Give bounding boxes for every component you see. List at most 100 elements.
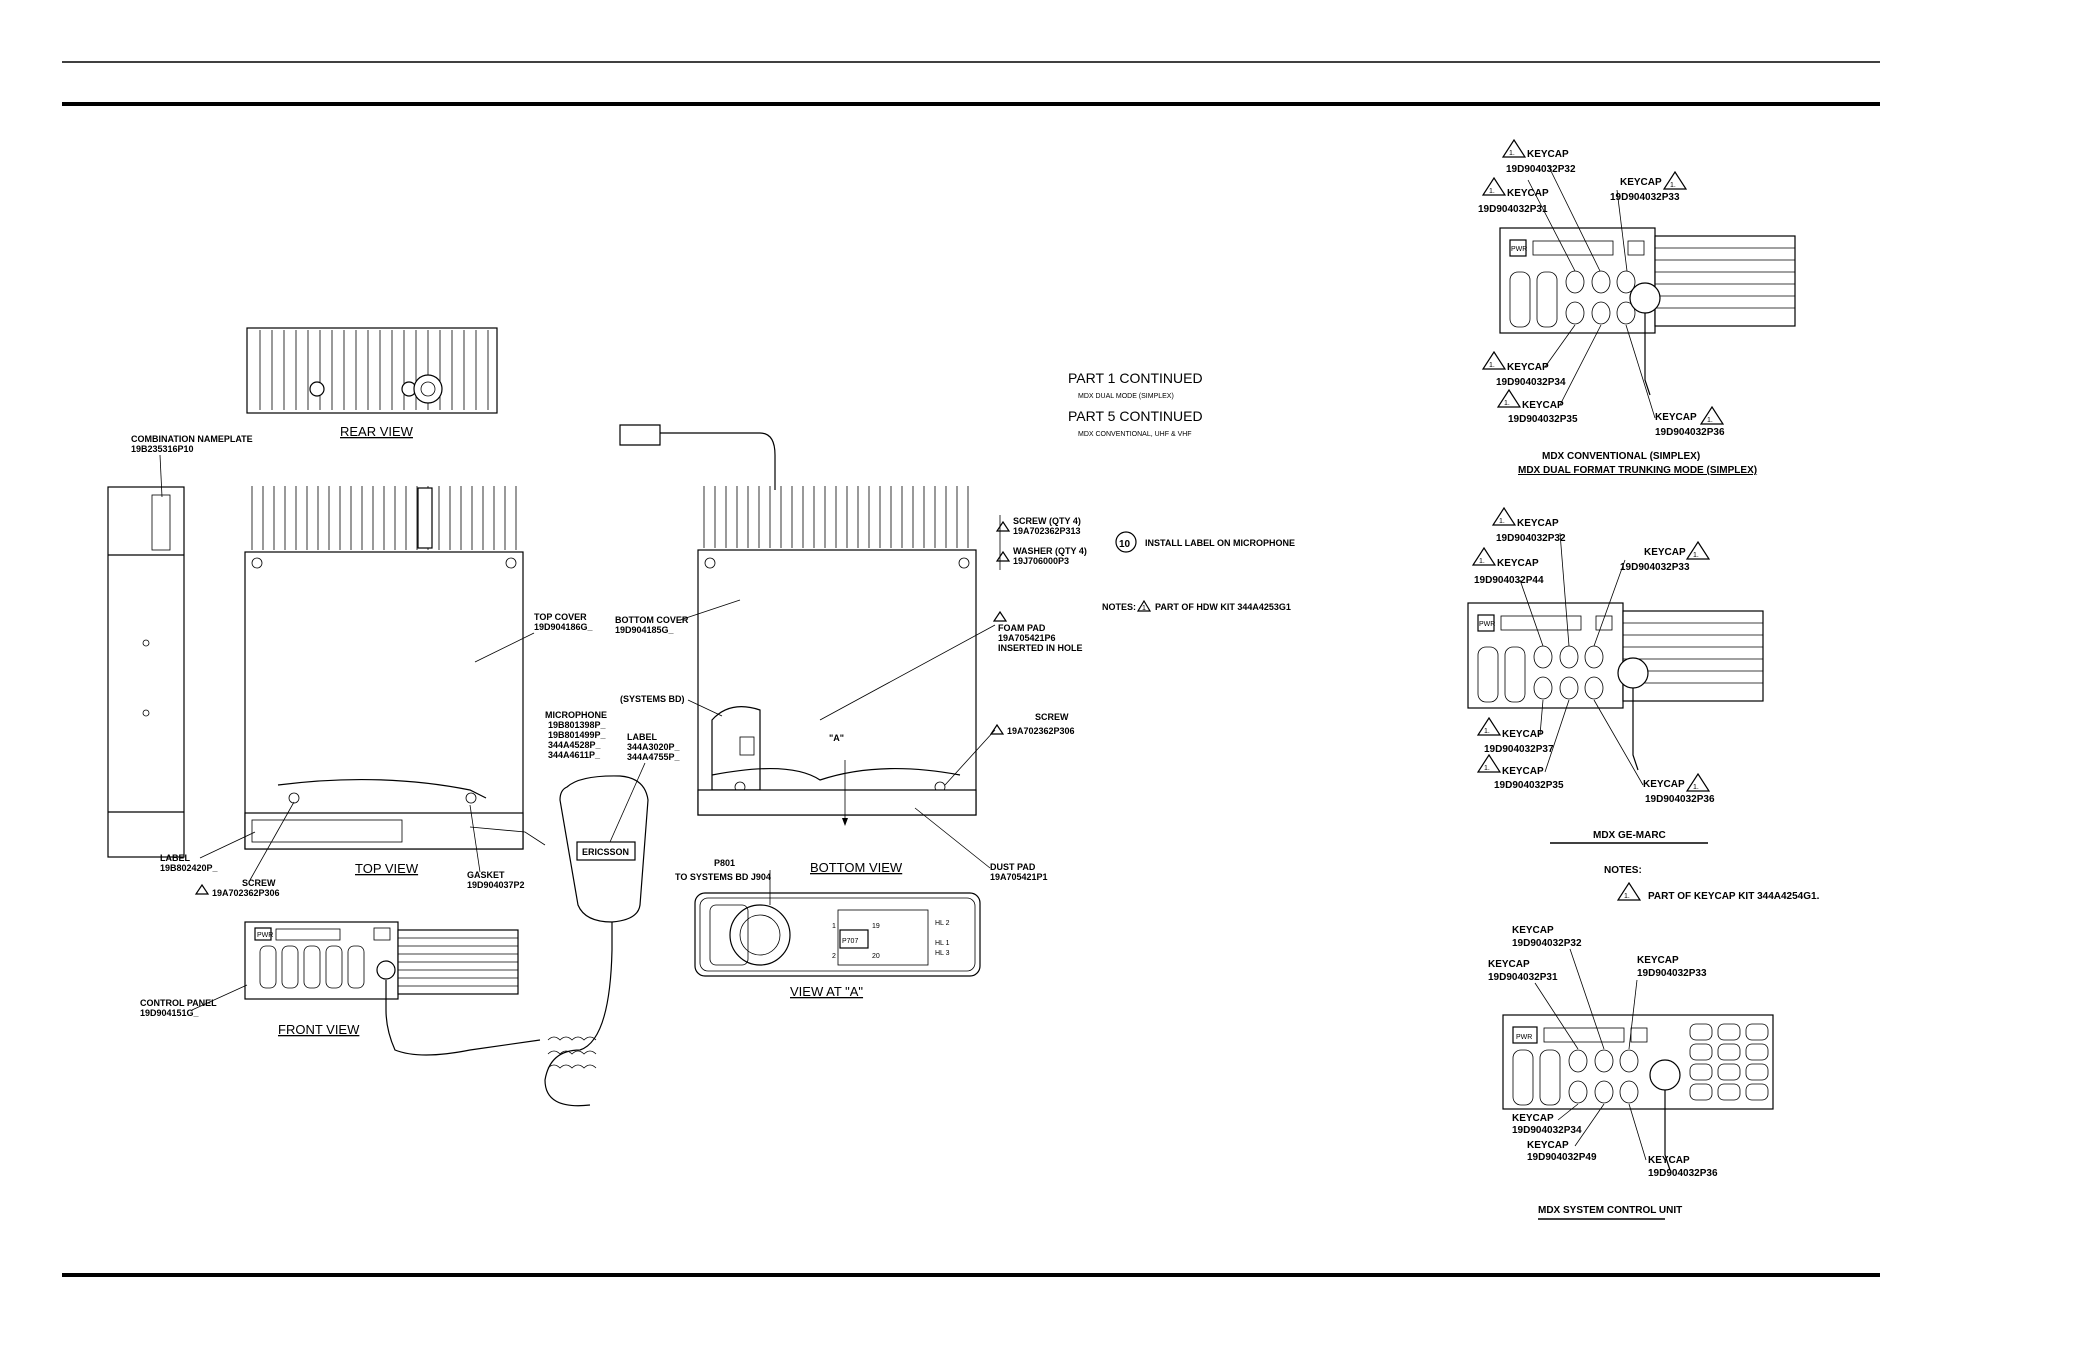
dust-pad-pn: 19A705421P1 [990,872,1048,882]
p2-keycap-37: KEYCAP [1502,729,1544,740]
mic-label-callout: LABEL [627,732,657,742]
p2-pwr: PWR [1479,621,1495,628]
side-view: COMBINATION NAMEPLATE 19B235316P10 [107,434,253,858]
label-callout-pn: 19B802420P_ [160,863,219,873]
note1-mark: 1. [1479,558,1485,565]
mic-brand: ERICSSON [582,847,629,857]
note1-mark: 1. [1693,784,1699,791]
p3-keycap-34: KEYCAP [1512,1113,1554,1124]
mic-callout: MICROPHONE [545,710,607,720]
part5-title: PART 5 CONTINUED [1068,408,1203,424]
note-triangle-icon [1496,388,1522,408]
note1-mark: 1. [1489,362,1495,369]
dust-pad-callout: DUST PAD [990,862,1036,872]
mic-pn3: 344A4528P_ [548,740,602,750]
mic-pn4: 344A4611P_ [548,750,601,760]
screw-callout: SCREW [242,878,276,888]
note-triangle-icon [1699,405,1725,425]
mic-label-pn2: 344A4755P_ [627,752,681,762]
label-callout: LABEL [160,853,190,863]
washer-qty-pn: 19J706000P3 [1013,556,1069,566]
p1-title-a: MDX CONVENTIONAL (SIMPLEX) [1542,451,1700,462]
p1-title-b: MDX DUAL FORMAT TRUNKING MODE (SIMPLEX) [1518,465,1757,476]
pin-19-label: 19 [872,923,880,930]
pin-1-label: 1 [832,923,836,930]
p2-pn35: 19D904032P35 [1494,780,1564,791]
p2-pn32: 19D904032P32 [1496,533,1566,544]
p1-pn34: 19D904032P34 [1496,377,1566,388]
note-triangle-icon [1481,350,1507,370]
p1-pn31: 19D904032P31 [1478,204,1548,215]
p2-keycap-32: KEYCAP [1517,518,1559,529]
p801-label: P801 [714,858,735,868]
p2-title: MDX GE-MARC [1593,830,1666,841]
note1-mark: 1. [1707,417,1713,424]
note1-mark: 1. [1499,518,1505,525]
middle-notes: PART 1 CONTINUED MDX DUAL MODE (SIMPLEX)… [1068,370,1295,612]
screw2-callout: SCREW [1035,712,1069,722]
p2-keycap-35: KEYCAP [1502,766,1544,777]
rear-view-label: REAR VIEW [340,424,414,439]
keycap-panel-1: 1. KEYCAP 19D904032P32 1. KEYCAP 19D9040… [1478,138,1796,476]
keycap-panel-3: KEYCAP 19D904032P32 KEYCAP 19D904032P31 … [1488,925,1774,1220]
middle-notes-label: NOTES: [1102,602,1136,612]
p707-label: P707 [842,938,858,945]
p3-keycap-32: KEYCAP [1512,925,1554,936]
p3-pn36: 19D904032P36 [1648,1168,1718,1179]
part5-subtitle: MDX CONVENTIONAL, UHF & VHF [1078,431,1192,438]
front-view-label: FRONT VIEW [278,1022,360,1037]
p1-keycap-31: KEYCAP [1507,188,1549,199]
p3-pn32: 19D904032P32 [1512,938,1582,949]
screw-qty-pn: 19A702362P313 [1013,526,1081,536]
bottom-view-label: BOTTOM VIEW [810,860,903,875]
note-triangle-icon [1685,540,1711,560]
front-pwr-label: PWR [257,932,273,939]
screw-callout-pn: 19A702362P306 [212,888,280,898]
view-at-a: P707 1 19 2 20 HL 2 HL 1 HL 3 P801 TO SY… [675,858,981,999]
p3-pn31: 19D904032P31 [1488,972,1558,983]
note-triangle-icon [1501,138,1527,158]
note-triangle-icon [194,883,210,895]
top-view-callouts: LABEL 19B802420P_ SCREW 19A702362P306 GA… [160,801,525,898]
note-triangle-icon [1662,170,1688,190]
p2-pn33: 19D904032P33 [1620,562,1690,573]
a-marker: "A" [829,733,844,743]
rear-view: REAR VIEW [246,327,498,439]
p3-title: MDX SYSTEM CONTROL UNIT [1538,1205,1682,1216]
pin-20-label: 20 [872,953,880,960]
screw2-pn: 19A702362P306 [1007,726,1075,736]
p2-keycap-36: KEYCAP [1643,779,1685,790]
control-panel-callout: CONTROL PANEL [140,998,217,1008]
note1-mark: 1. [1489,188,1495,195]
p1-pwr: PWR [1511,246,1527,253]
p1-keycap-35: KEYCAP [1522,400,1564,411]
p2-pn36: 19D904032P36 [1645,794,1715,805]
note-triangle-icon [989,723,1005,735]
p3-keycap-31: KEYCAP [1488,959,1530,970]
install-note: INSTALL LABEL ON MICROPHONE [1145,538,1295,548]
screw-qty-callout: SCREW (QTY 4) [1013,516,1081,526]
gasket-callout: GASKET [467,870,505,880]
bottom-cover-pn: 19D904185G_ [615,625,675,635]
note1-mark: 1. [1624,893,1630,900]
p2-keycap-33: KEYCAP [1644,547,1686,558]
bottom-view: "A" BOTTOM VIEW [619,424,977,875]
bottom-cover-callout: BOTTOM COVER [615,615,689,625]
note-triangle-icon [1481,176,1507,196]
microphone: ERICSSON MICROPHONE 19B801398P_ 19B80149… [544,710,681,1107]
washer-qty-callout: WASHER (QTY 4) [1013,546,1087,556]
p1-keycap-34: KEYCAP [1507,362,1549,373]
p1-keycap-32: KEYCAP [1527,149,1569,160]
bottom-view-callouts: BOTTOM COVER 19D904185G_ (SYSTEMS BD) SC… [615,515,1087,882]
nameplate-label: COMBINATION NAMEPLATE [131,434,253,444]
note1-mark: 1. [1484,765,1490,772]
note-triangle-icon [1491,506,1517,526]
p1-pn36: 19D904032P36 [1655,427,1725,438]
note-triangle-icon [995,550,1011,562]
p2-pn44: 19D904032P44 [1474,575,1544,586]
p1-keycap-36: KEYCAP [1655,412,1697,423]
p3-keycap-49: KEYCAP [1527,1140,1569,1151]
hl2-label: HL 2 [935,920,950,927]
